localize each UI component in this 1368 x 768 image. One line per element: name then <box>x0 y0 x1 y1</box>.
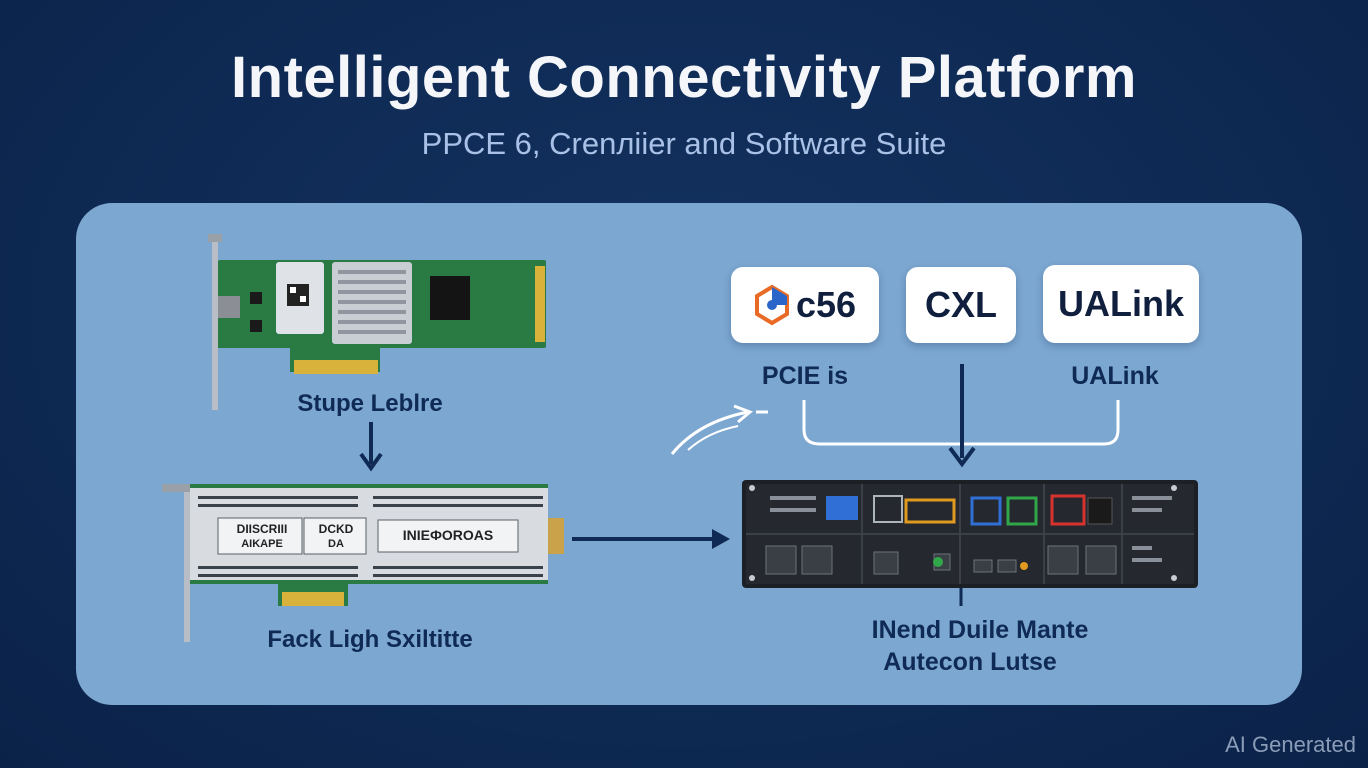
bottom-expansion-card <box>162 484 564 642</box>
c56-badge: c56 <box>731 267 879 343</box>
top-expansion-card <box>208 234 546 410</box>
cxl-badge: CXL <box>906 267 1016 343</box>
connector-lines <box>802 364 1120 468</box>
bottom-card-text-5: INIEФOROAS <box>402 527 494 543</box>
rack-switch <box>742 480 1198 588</box>
ualink-sub-label: UALink <box>1071 362 1159 390</box>
page-subtitle: PPCE 6, Crenлiier and Software Suite <box>421 126 947 161</box>
switch-label-line2: Autecon Lutse <box>883 648 1057 676</box>
ualink-badge: UALink <box>1043 265 1199 343</box>
pcie-label: PCIE is <box>761 362 849 390</box>
bottom-card-text-4: DA <box>328 538 344 550</box>
down-arrow-icon <box>359 422 383 472</box>
bottom-card-text-2: DCKD <box>318 522 354 536</box>
top-card-label: Stupe Leblre <box>297 390 443 417</box>
curved-arrow-icon <box>670 404 768 455</box>
hex-logo-icon <box>754 284 789 326</box>
cxl-badge-label: CXL <box>925 284 997 325</box>
right-arrow-icon <box>572 529 730 549</box>
bottom-card-label: Fack Ligh Sxiltitte <box>267 626 473 653</box>
bottom-card-text-3: AIKAPE <box>241 538 283 550</box>
ai-generated-watermark: AI Generated <box>1225 732 1356 757</box>
ualink-badge-label: UALink <box>1058 283 1184 324</box>
page-title: Intelligent Connectivity Platform <box>231 45 1137 110</box>
switch-stem <box>959 588 963 606</box>
switch-label-line1: INend Duile Mante <box>871 616 1089 644</box>
bottom-card-text-1: DIISCRIII <box>236 522 288 536</box>
c56-badge-label: c56 <box>795 284 857 325</box>
